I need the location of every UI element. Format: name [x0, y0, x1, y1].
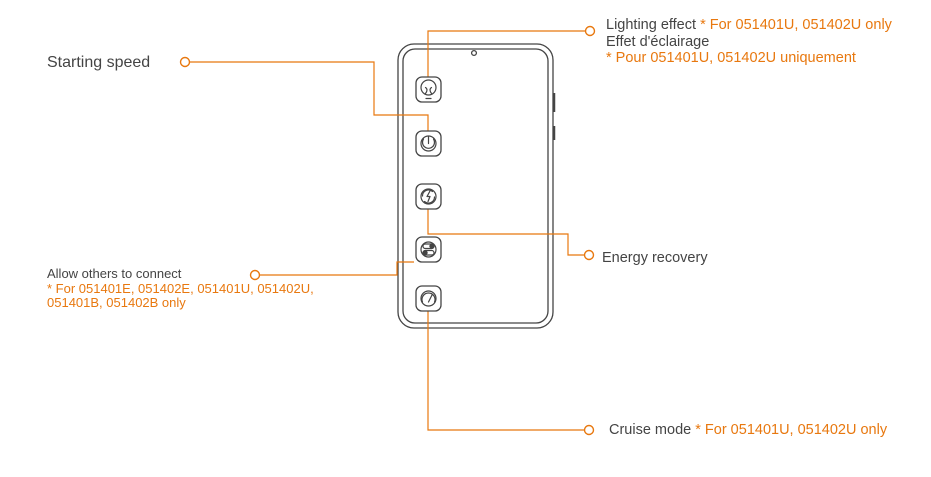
- allow-connect-note-line1: * For 051401E, 051402E, 051401U, 051402U…: [47, 280, 314, 296]
- phone-outline: [397, 43, 556, 329]
- power-icon: [420, 135, 437, 152]
- energy-recovery-end-circle: [583, 249, 595, 261]
- leader-allow-connect: [260, 261, 414, 276]
- allow-connect-label: Allow others to connect: [47, 266, 182, 281]
- leader-energy-recovery: [427, 206, 584, 256]
- lighting-effect-fr-label: Effet d'éclairage: [606, 33, 710, 50]
- lighting-effect-fr-note: * Pour 051401U, 051402U uniquement: [606, 50, 856, 67]
- leader-end-circles: [179, 25, 596, 436]
- allow-connect-block: Allow others to connect * For 051401E, 0…: [47, 266, 314, 311]
- cruise-mode-label: Cruise mode: [609, 422, 692, 438]
- leader-starting-speed: [190, 61, 429, 133]
- allow-connect-button[interactable]: [415, 236, 442, 263]
- lighting-effect-label: Lighting effect: [606, 17, 697, 33]
- energy-recovery-label: Energy recovery: [602, 250, 708, 266]
- bulb-icon: [420, 79, 437, 100]
- lighting-effect-block: Lighting effect * For 051401U, 051402U o…: [606, 17, 892, 67]
- leader-lighting: [427, 30, 585, 78]
- lighting-end-circle: [584, 25, 596, 37]
- cruise-mode-block: Cruise mode * For 051401U, 051402U only: [609, 422, 887, 439]
- starting-speed-label: Starting speed: [47, 54, 151, 71]
- lighting-effect-note: * For 051401U, 051402U only: [700, 17, 892, 33]
- cruise-end-circle: [583, 424, 595, 436]
- cruise-mode-note: * For 051401U, 051402U only: [695, 422, 888, 438]
- leader-cruise: [427, 310, 584, 431]
- cruise-mode-button[interactable]: [415, 285, 442, 312]
- allow-connect-note-line2: 051401B, 051402B only: [47, 295, 186, 311]
- speedometer-icon: [420, 290, 437, 307]
- toggle-icon: [420, 241, 437, 258]
- leader-lines: [190, 30, 585, 431]
- starting-speed-end-circle: [179, 56, 191, 68]
- energy-recovery-icon: [420, 188, 437, 205]
- allow-connect-end-circle: [249, 269, 261, 281]
